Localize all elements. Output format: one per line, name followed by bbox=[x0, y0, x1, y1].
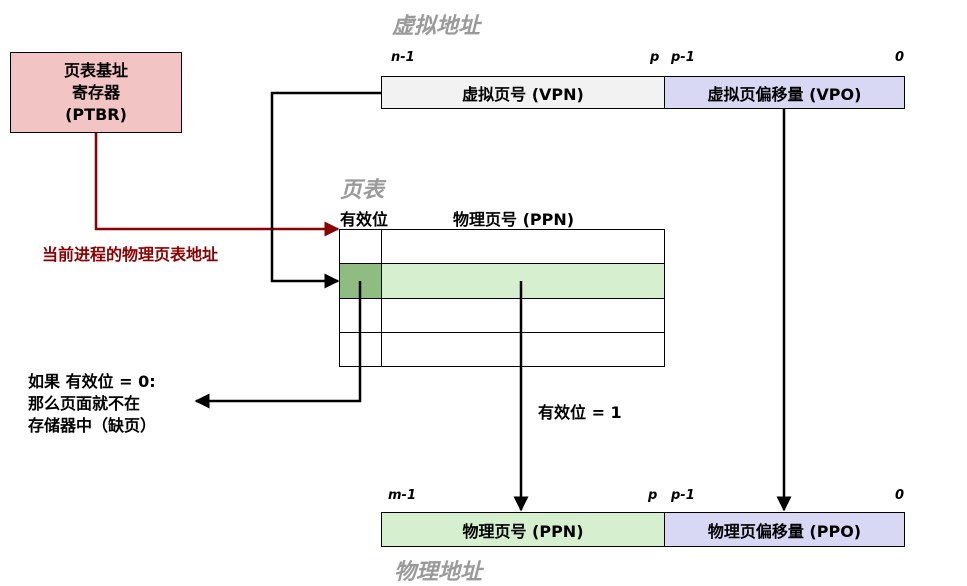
ptbr-register: 页表基址 寄存器 (PTBR) bbox=[10, 52, 182, 133]
page-fault-note: 如果 有效位 = 0: 那么页面就不在 存储器中（缺页） bbox=[28, 371, 156, 437]
physical-address-title: 物理地址 bbox=[394, 559, 483, 585]
ptbr-line-1: 页表基址 bbox=[63, 60, 128, 80]
physical-bit-zero: 0 bbox=[895, 488, 905, 503]
ppn-header: 物理页号 (PPN) bbox=[453, 210, 575, 229]
page-fault-note-line-3: 存储器中（缺页） bbox=[28, 416, 157, 435]
ptbr-line-3: (PTBR) bbox=[65, 104, 127, 124]
ppn-field: 物理页号 (PPN) bbox=[381, 512, 665, 547]
virtual-bit-p: p bbox=[650, 50, 660, 65]
ptbr-note: 当前进程的物理页表地址 bbox=[42, 245, 219, 264]
virtual-bit-zero: 0 bbox=[895, 50, 905, 65]
physical-bit-p: p bbox=[648, 488, 658, 503]
valid-one-note: 有效位 = 1 bbox=[538, 403, 622, 422]
page-table bbox=[339, 229, 665, 367]
page-fault-arrow bbox=[194, 281, 362, 409]
vpn-index-arrow bbox=[270, 91, 381, 289]
virtual-address-title: 虚拟地址 bbox=[392, 13, 481, 39]
ppo-field: 物理页偏移量 (PPO) bbox=[664, 512, 905, 547]
ppn-cell-highlighted bbox=[381, 263, 665, 299]
vpn-field: 虚拟页号 (VPN) bbox=[381, 76, 665, 109]
ppn-cell bbox=[381, 332, 665, 367]
virtual-bit-high: n-1 bbox=[391, 50, 415, 65]
page-fault-note-line-1: 如果 有效位 = 0: bbox=[28, 372, 156, 391]
valid-bit-header: 有效位 bbox=[340, 210, 389, 229]
ptbr-line-2: 寄存器 bbox=[71, 82, 120, 102]
physical-bit-high: m-1 bbox=[388, 488, 416, 503]
page-fault-note-line-2: 那么页面就不在 bbox=[28, 394, 141, 413]
physical-bit-p-minus-1: p-1 bbox=[671, 488, 695, 503]
virtual-bit-p-minus-1: p-1 bbox=[671, 50, 695, 65]
ptbr-arrow bbox=[94, 133, 340, 237]
page-table-title: 页表 bbox=[340, 177, 385, 203]
vpo-field: 虚拟页偏移量 (VPO) bbox=[664, 76, 905, 109]
